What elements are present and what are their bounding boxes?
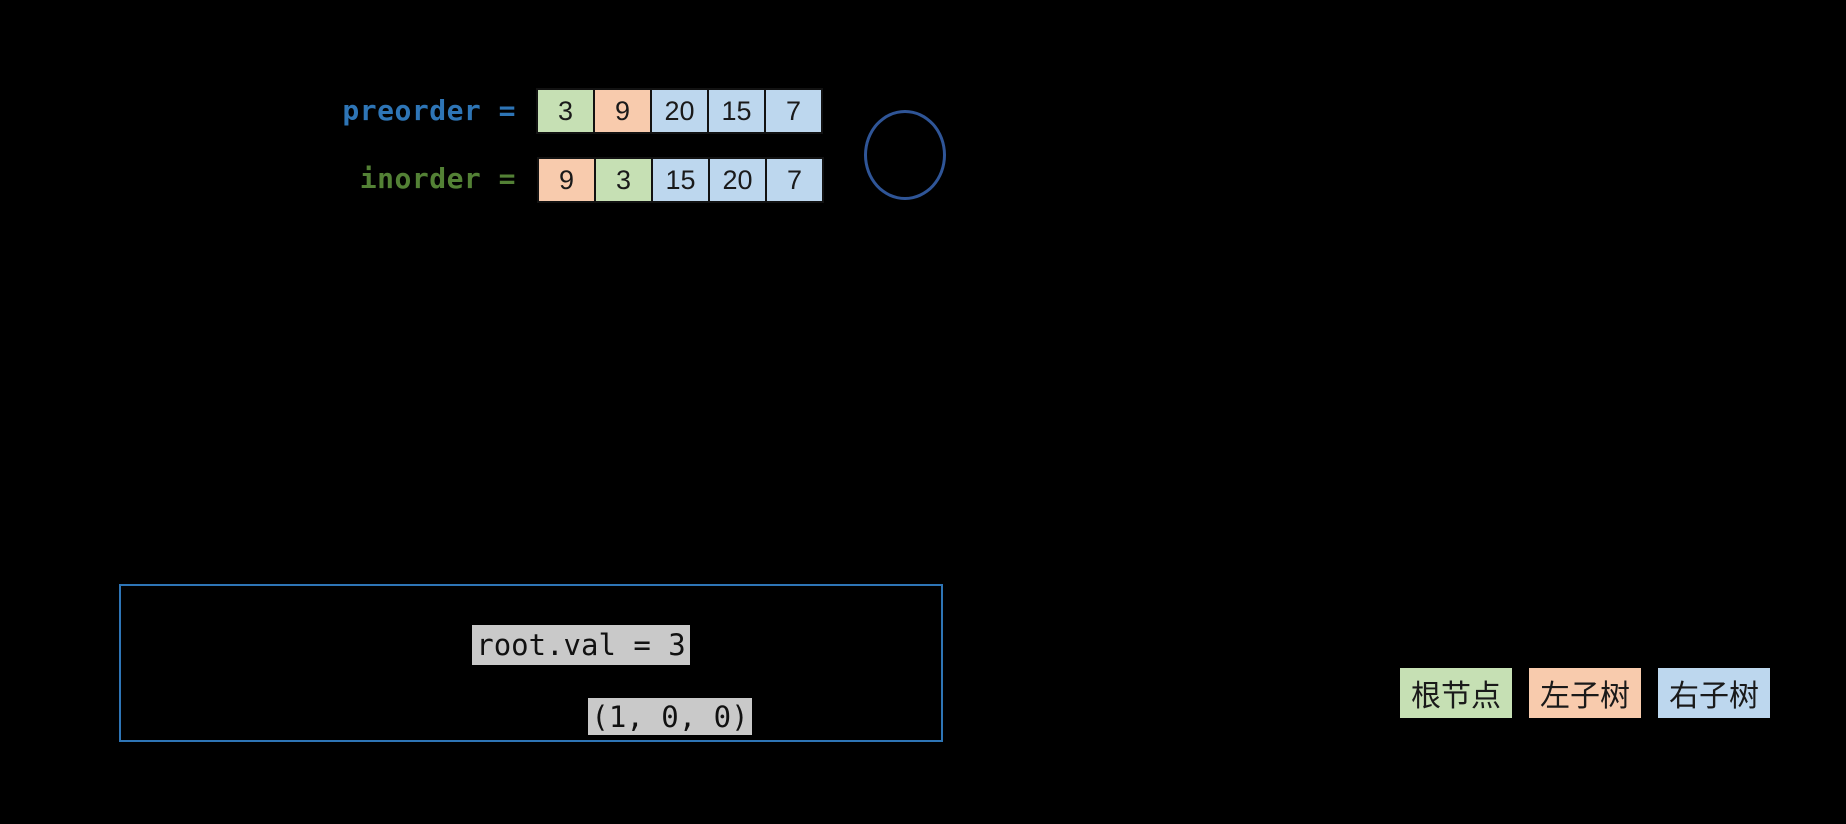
code-line-root-val: root.val = 3 [472,625,690,665]
annotation-box [119,584,943,742]
array-cell: 20 [708,157,767,203]
array-cell: 3 [536,88,595,134]
inorder-array: 9 3 15 20 7 [537,157,824,203]
node-circle [864,110,946,200]
array-cell: 15 [707,88,766,134]
array-cell: 7 [764,88,823,134]
array-cell: 9 [593,88,652,134]
preorder-array: 3 9 20 15 7 [536,88,823,134]
array-cell: 7 [765,157,824,203]
code-line-tuple: (1, 0, 0) [588,698,752,735]
legend-item-left-subtree: 左子树 [1529,668,1641,718]
array-cell: 9 [537,157,596,203]
array-cell: 15 [651,157,710,203]
preorder-label: preorder = [342,94,516,127]
legend-item-root: 根节点 [1400,668,1512,718]
array-cell: 20 [650,88,709,134]
legend-item-right-subtree: 右子树 [1658,668,1770,718]
legend: 根节点 左子树 右子树 [1400,668,1770,718]
array-cell: 3 [594,157,653,203]
inorder-label: inorder = [359,162,516,195]
